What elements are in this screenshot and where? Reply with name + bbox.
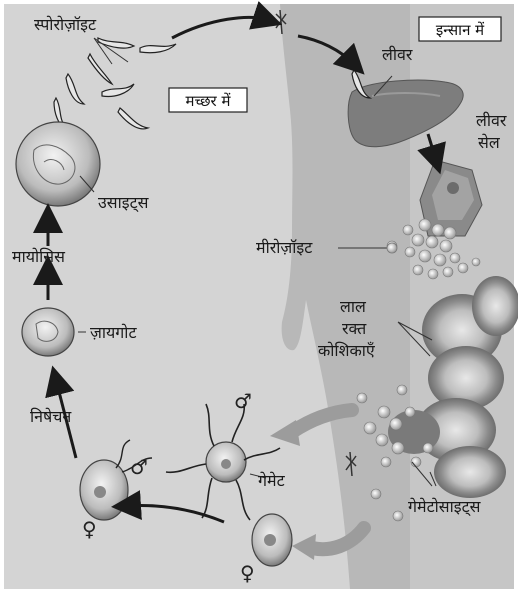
female-gametocyte-illustration: [252, 514, 292, 566]
label-in-mosquito: मच्छर में: [186, 92, 232, 110]
female-symbol-left: ♀: [82, 517, 97, 541]
label-rbc-line3: कोशिकाएँ: [318, 341, 376, 360]
label-gametocytes: गेमेटोसाइट्स: [408, 497, 482, 517]
merozoite-highlight-dot: [387, 243, 397, 253]
label-zygote: ज़ायगोट: [90, 323, 137, 342]
label-fertilization: निषेचन: [30, 407, 72, 426]
female-symbol-bottom: ♀: [240, 561, 255, 585]
label-liver-cell-line2: सेल: [478, 133, 501, 152]
label-meiosis: मायोसिस: [12, 247, 66, 266]
label-merozoite: मीरोज़ॉइट: [256, 238, 313, 257]
label-oocysts: उसाइट्स: [98, 193, 150, 213]
male-symbol-lower: ♂: [130, 455, 148, 479]
label-rbc-line1: लाल: [340, 297, 367, 316]
label-rbc-line2: रक्त: [342, 319, 367, 338]
zygote-illustration: [22, 308, 74, 356]
label-in-human: इन्सान में: [436, 21, 485, 39]
label-liver: लीवर: [382, 45, 413, 64]
label-gamete: गेमेट: [258, 471, 286, 490]
male-symbol-upper: ♂: [234, 389, 252, 413]
oocyst-illustration: [16, 122, 100, 206]
label-sporozoite: स्पोरोज़ॉइट: [34, 15, 97, 34]
liver-cell-nucleus: [447, 182, 459, 194]
label-liver-cell-line1: लीवर: [476, 111, 507, 130]
